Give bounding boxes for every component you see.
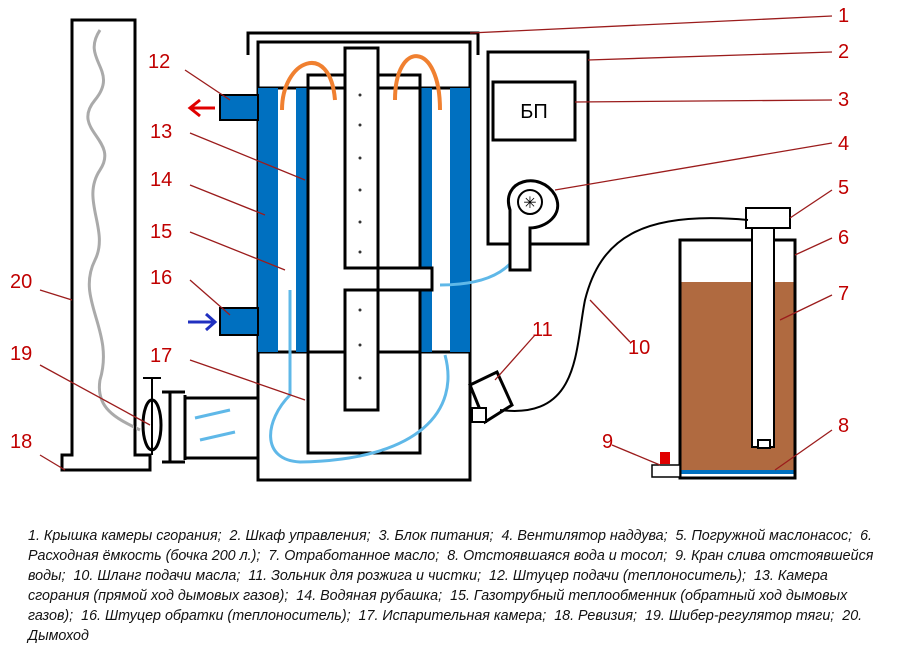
svg-text:✳: ✳ — [523, 195, 536, 212]
label-19: 19 — [10, 343, 32, 365]
label-7: 7 — [838, 283, 849, 305]
label-1: 1 — [838, 5, 849, 27]
label-4: 4 — [838, 133, 849, 155]
legend-item: 9. Кран слива отстоявшейся воды; — [28, 548, 874, 584]
legend-item: 2. Шкаф управления; — [229, 528, 371, 544]
draft-damper — [134, 377, 163, 455]
legend-item: 5. Погружной маслонасос; — [675, 528, 853, 544]
legend-item: 17. Испарительная камера; — [358, 608, 547, 624]
supply-nozzle — [219, 94, 259, 121]
outflow-arrow — [187, 98, 215, 118]
legend-item: 14. Водяная рубашка; — [296, 588, 443, 604]
label-18: 18 — [10, 431, 32, 453]
legend-item: 10. Шланг подачи масла; — [73, 568, 241, 584]
label-13: 13 — [150, 121, 172, 143]
label-2: 2 — [838, 41, 849, 63]
legend-item: 7. Отработанное масло; — [268, 548, 440, 564]
legend-item: 19. Шибер-регулятор тяги; — [644, 608, 835, 624]
label-12: 12 — [148, 51, 170, 73]
label-11: 11 — [532, 319, 553, 341]
blower-fan: ✳ — [506, 179, 559, 272]
label-5: 5 — [838, 177, 849, 199]
legend-item: 8. Отстоявшаяся вода и тосол; — [447, 548, 668, 564]
legend-item: 11. Зольник для розжига и чистки; — [248, 568, 482, 584]
legend-item: 18. Ревизия; — [554, 608, 637, 624]
combustion-chamber-lid — [246, 31, 480, 55]
ash-pit — [468, 369, 514, 425]
control-cabinet — [486, 50, 590, 246]
label-14: 14 — [150, 169, 172, 191]
legend-item: 6. Расходная ёмкость (бочка 200 л.); — [28, 528, 873, 564]
legend-item: 3. Блок питания; — [378, 528, 494, 544]
label-16: 16 — [150, 267, 172, 289]
chimney — [60, 18, 152, 472]
legend-item: 12. Штуцер подачи (теплоноситель); — [489, 568, 746, 584]
flue-connector — [162, 390, 257, 464]
flames — [280, 54, 442, 111]
legend-item: 20. Дымоход — [28, 608, 863, 644]
label-15: 15 — [150, 221, 172, 243]
label-3: 3 — [838, 89, 849, 111]
label-20: 20 — [10, 271, 32, 293]
label-9: 9 — [602, 431, 613, 453]
water-jacket — [258, 88, 470, 352]
leader-lines — [39, 15, 833, 471]
legend-item: 13. Камера сгорания (прямой ход дымовых … — [28, 568, 828, 604]
label-6: 6 — [838, 227, 849, 249]
legend-caption: 1. Крышка камеры сгорания; 2. Шкаф управ… — [28, 526, 878, 646]
fuel-tank — [678, 207, 797, 480]
legend-item: 16. Штуцер обратки (теплоноситель); — [81, 608, 351, 624]
boiler-diagram: БП ✳ 1 2 3 4 5 6 7 8 9 10 11 — [10, 5, 849, 482]
legend-item: 15. Газотрубный теплообменник (обратный … — [28, 588, 848, 624]
legend-item: 1. Крышка камеры сгорания; — [28, 528, 222, 544]
power-supply-box — [491, 80, 577, 142]
legend-item: 4. Вентилятор наддува; — [501, 528, 668, 544]
drain-valve — [651, 452, 681, 478]
label-8: 8 — [838, 415, 849, 437]
label-10: 10 — [628, 337, 650, 359]
part-numbers: 1 2 3 4 5 6 7 8 9 10 11 12 13 14 15 16 1… — [10, 5, 849, 453]
inflow-arrow — [188, 312, 218, 332]
label-17: 17 — [150, 345, 172, 367]
power-supply-label: БП — [520, 101, 548, 123]
oil-hose — [499, 217, 749, 412]
